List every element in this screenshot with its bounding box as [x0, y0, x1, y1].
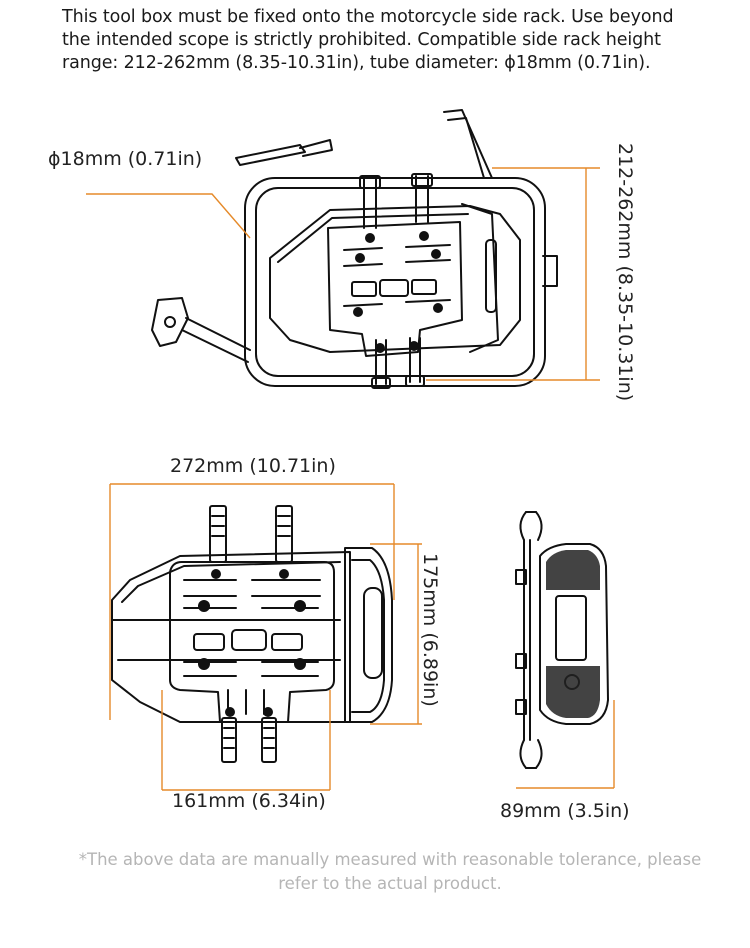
total-width-label: 272mm (10.71in) — [170, 455, 336, 477]
footnote: *The above data are manually measured wi… — [78, 850, 702, 893]
depth-label: 89mm (3.5in) — [500, 800, 630, 822]
front-view — [111, 505, 393, 763]
tube-diameter-label: ϕ18mm (0.71in) — [48, 148, 203, 170]
bracket-width-label: 161mm (6.34in) — [172, 790, 326, 812]
dimension-lines — [86, 167, 615, 791]
side-rack-view — [151, 109, 558, 389]
intro-text: This tool box must be fixed onto the mot… — [62, 7, 674, 73]
side-view — [515, 511, 609, 769]
